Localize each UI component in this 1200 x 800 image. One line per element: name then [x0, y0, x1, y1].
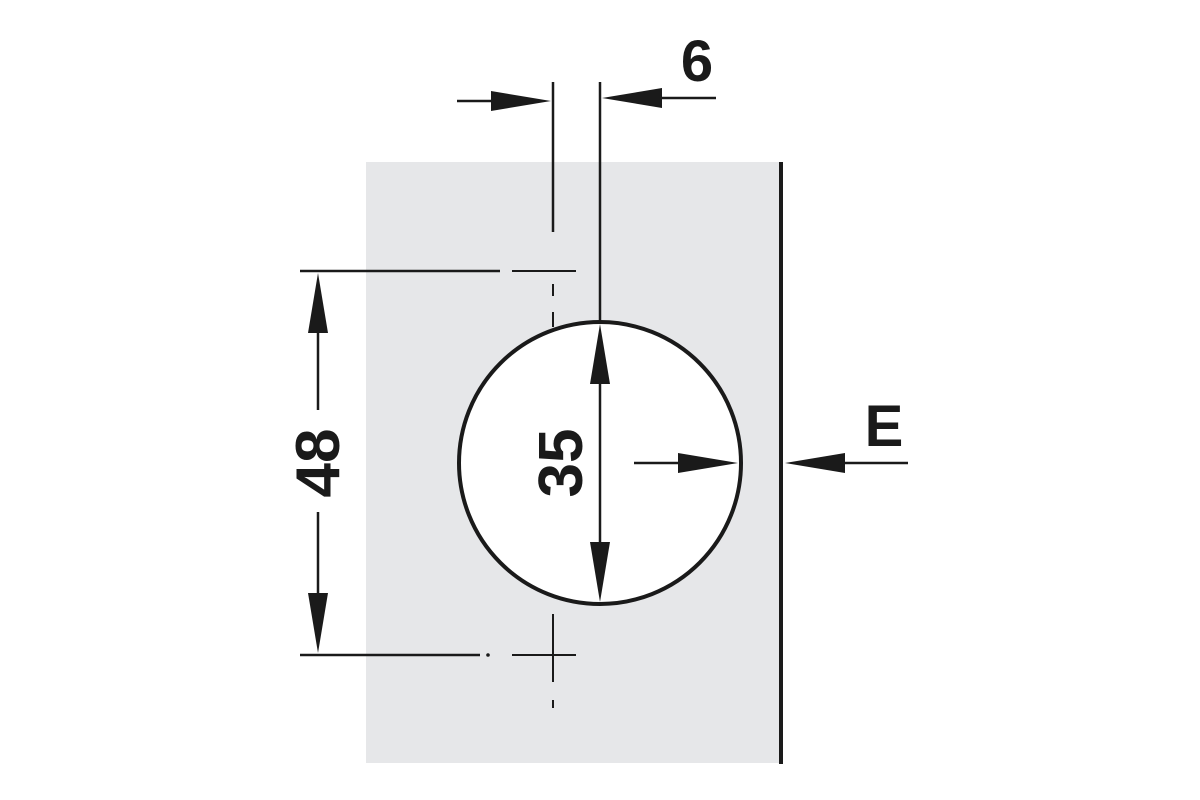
offset-dimension — [457, 82, 716, 322]
hole-spacing-label: 48 — [284, 429, 353, 498]
cup-diameter-dimension — [590, 324, 610, 602]
cup-diameter-label: 35 — [527, 429, 596, 498]
hole-spacing-dimension — [300, 269, 500, 657]
edge-arrowhead-inner — [678, 453, 738, 473]
spacing-arrowhead-down — [308, 593, 328, 653]
edge-distance-dimension — [634, 453, 908, 473]
offset-arrowhead-right — [602, 88, 662, 108]
spacing-arrowhead-up — [308, 273, 328, 333]
centerline-marks — [512, 270, 576, 708]
diameter-arrowhead-down — [590, 542, 610, 602]
edge-distance-label: E — [865, 394, 904, 459]
diameter-arrowhead-up — [590, 324, 610, 384]
edge-arrowhead-outer — [785, 453, 845, 473]
spacing-bottom-dot — [486, 653, 490, 657]
offset-arrowhead-left — [491, 91, 551, 111]
offset-dimension-label: 6 — [681, 29, 713, 94]
